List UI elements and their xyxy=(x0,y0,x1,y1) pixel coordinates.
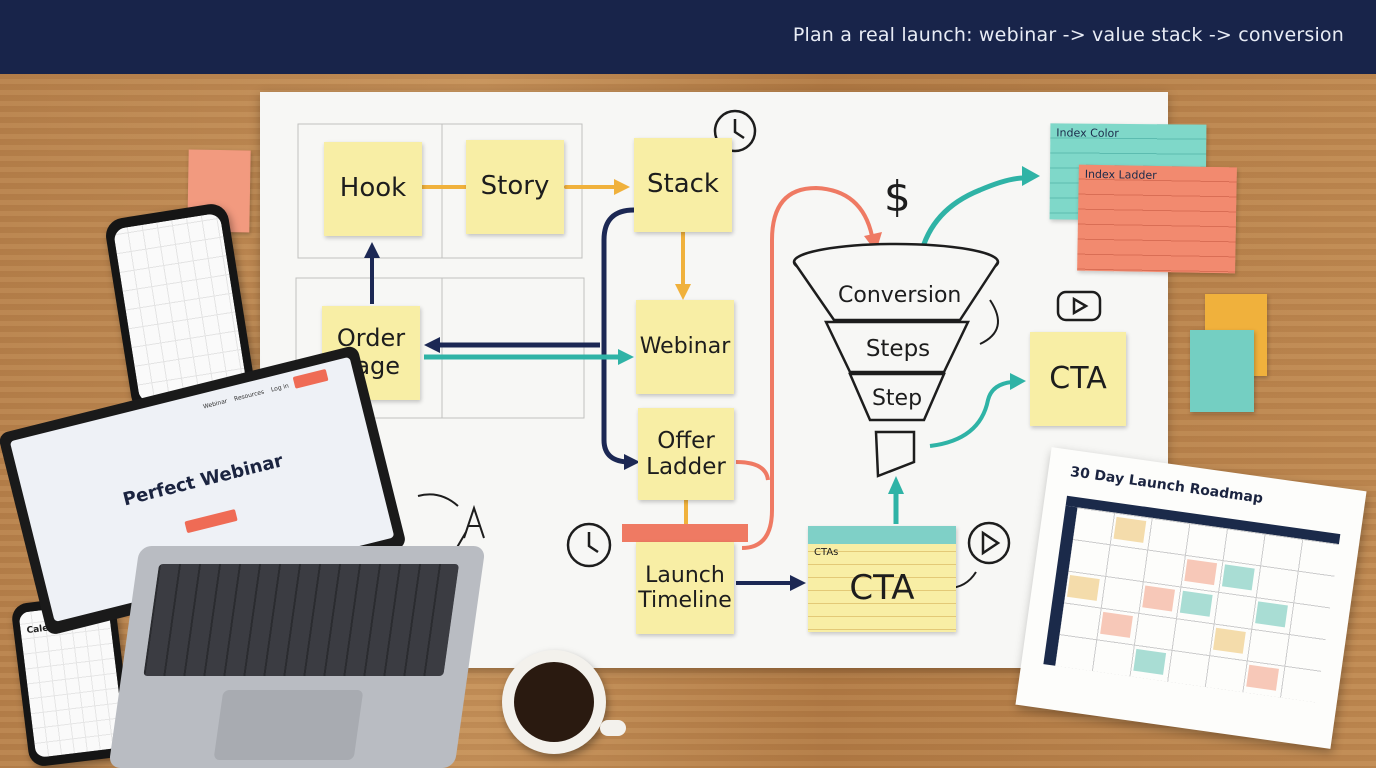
roadmap-cell xyxy=(1142,585,1176,612)
roadmap-cell xyxy=(1246,664,1279,691)
index-card-coral[interactable]: Index Ladder xyxy=(1077,164,1237,274)
note-cta-right-label: CTA xyxy=(1049,360,1107,396)
note-launch-line1: Launch xyxy=(645,562,725,588)
cta-index-card[interactable]: CTAs CTA xyxy=(808,526,956,632)
arrow-head xyxy=(624,454,640,470)
cup-handle xyxy=(600,720,626,736)
note-webinar[interactable]: Webinar xyxy=(636,300,734,394)
note-offer-line2: Ladder xyxy=(646,454,726,480)
arrow-head xyxy=(790,575,806,591)
note-stack[interactable]: Stack xyxy=(634,138,732,232)
laptop-trackpad xyxy=(213,690,364,760)
note-webinar-label: Webinar xyxy=(639,334,731,360)
note-hook[interactable]: Hook xyxy=(324,142,422,236)
laptop-nav-resources[interactable]: Resources xyxy=(233,388,265,403)
roadmap-cell xyxy=(1133,648,1167,675)
clock-icon xyxy=(566,522,612,568)
coffee-cup xyxy=(502,650,626,754)
arrow-head xyxy=(424,337,440,353)
laptop-nav-login[interactable]: Log in xyxy=(270,382,290,394)
cta-card-header-label: CTAs xyxy=(814,547,839,558)
arrow-head xyxy=(364,242,380,258)
note-cta-right[interactable]: CTA xyxy=(1030,332,1126,426)
note-hook-label: Hook xyxy=(339,173,407,204)
funnel-tier-step: Step xyxy=(871,386,923,411)
note-stack-label: Stack xyxy=(647,169,719,200)
funnel-dollar-sign: $ xyxy=(884,172,911,221)
funnel-tier-conversion: Conversion xyxy=(838,283,962,308)
play-icon xyxy=(1056,290,1102,322)
index-card-teal-label: Index Color xyxy=(1056,126,1119,140)
cta-card-header-strip xyxy=(808,526,956,544)
roadmap-cell xyxy=(1213,627,1246,654)
index-card-coral-label: Index Ladder xyxy=(1084,167,1157,182)
funnel-tier-steps: Steps xyxy=(865,336,931,362)
roadmap-cell xyxy=(1184,559,1218,586)
roadmap-cell xyxy=(1113,516,1147,543)
arrow-head xyxy=(1010,373,1026,390)
arrow-head xyxy=(614,179,630,195)
sales-funnel xyxy=(792,242,1000,478)
note-launch-timeline[interactable]: Launch Timeline xyxy=(636,542,734,634)
note-story-label: Story xyxy=(480,171,550,202)
roadmap-cell xyxy=(1221,564,1255,591)
note-offer-ladder[interactable]: Offer Ladder xyxy=(638,408,734,500)
arrow-head xyxy=(618,349,634,365)
coral-bar xyxy=(622,524,748,542)
note-offer-line1: Offer xyxy=(657,427,715,454)
clock-icon xyxy=(713,109,757,153)
laptop-hero-button[interactable] xyxy=(184,509,238,534)
play-icon xyxy=(967,521,1011,565)
laptop-nav-webinar[interactable]: Webinar xyxy=(202,397,229,411)
cta-card-label: CTA xyxy=(849,568,915,608)
note-launch-line2: Timeline xyxy=(638,588,732,613)
laptop-headline: Perfect Webinar xyxy=(120,450,286,511)
coffee xyxy=(514,662,594,742)
top-banner: Plan a real launch: webinar -> value sta… xyxy=(0,0,1376,74)
roadmap-cell xyxy=(1066,574,1100,601)
arrow-head xyxy=(675,284,691,300)
laptop: Webinar Resources Log in Perfect Webinar xyxy=(0,344,486,768)
phone-screen xyxy=(112,212,248,404)
banner-title: Plan a real launch: webinar -> value sta… xyxy=(792,24,1344,46)
laptop-keyboard-deck xyxy=(108,546,486,768)
laptop-keyboard xyxy=(143,564,460,676)
arrow-head xyxy=(1022,166,1040,186)
desk-sticky-teal xyxy=(1190,330,1254,412)
laptop-cta-button[interactable] xyxy=(292,368,329,389)
arrow-head xyxy=(888,476,904,494)
roadmap-cell xyxy=(1100,611,1133,638)
launch-roadmap-sheet: 30 Day Launch Roadmap xyxy=(1015,447,1367,749)
roadmap-cell xyxy=(1179,590,1213,617)
roadmap-cell xyxy=(1255,601,1288,628)
note-story[interactable]: Story xyxy=(466,140,564,234)
